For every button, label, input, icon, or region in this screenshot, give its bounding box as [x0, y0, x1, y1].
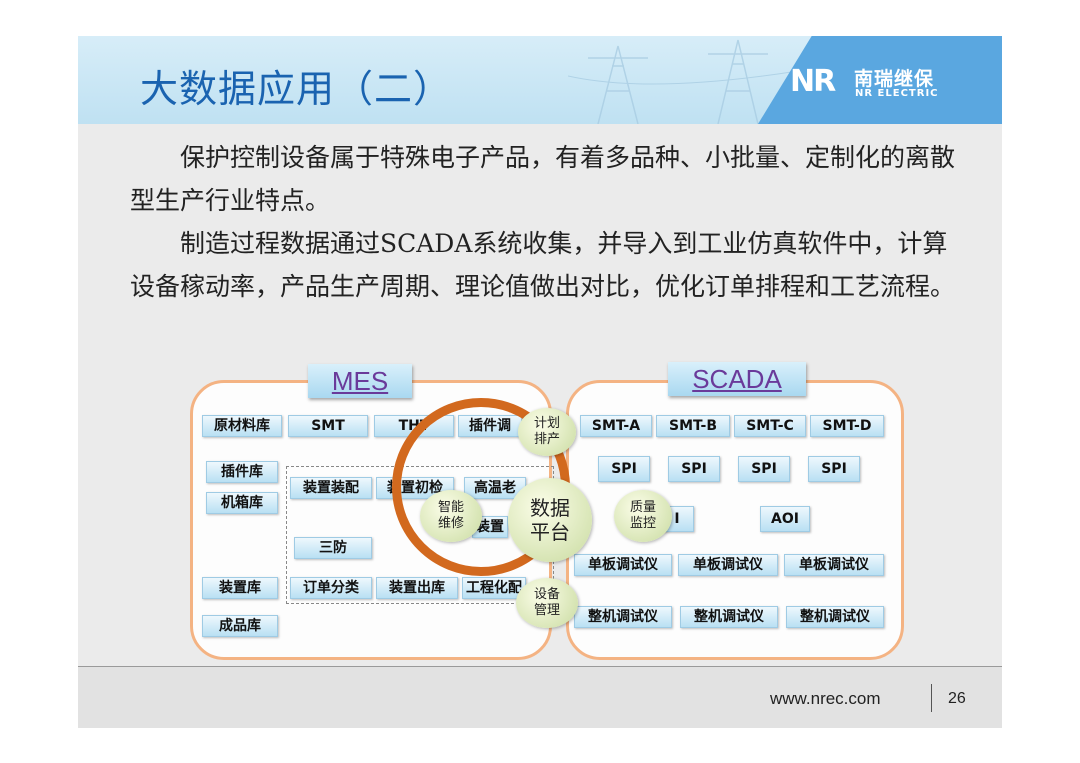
plan-scheduling-node: 计划排产: [518, 408, 576, 456]
scada-box: 单板调试仪: [678, 554, 778, 576]
scada-box: SMT-D: [810, 415, 884, 437]
body-text: 保护控制设备属于特殊电子产品，有着多品种、小批量、定制化的离散型生产行业特点。 …: [130, 136, 970, 308]
scada-label: SCADA: [668, 362, 806, 396]
mes-label: MES: [308, 364, 412, 398]
paragraph-1: 保护控制设备属于特殊电子产品，有着多品种、小批量、定制化的离散型生产行业特点。: [130, 143, 956, 215]
scada-box: 单板调试仪: [784, 554, 884, 576]
logo-company-en: NR ELECTRIC: [855, 88, 939, 99]
mes-box: 装置出库: [376, 577, 458, 599]
page-title: 大数据应用（二）: [140, 67, 453, 111]
scada-box: SMT-B: [656, 415, 730, 437]
footer-separator: [931, 684, 932, 712]
paragraph-2: 制造过程数据通过SCADA系统收集，并导入到工业仿真软件中，计算设备稼动率，产品…: [130, 229, 956, 301]
mes-box: SMT: [288, 415, 368, 437]
scada-box: SMT-C: [734, 415, 806, 437]
scada-box: 单板调试仪: [574, 554, 672, 576]
smart-maintenance-node: 智能维修: [420, 490, 482, 542]
logo-company-cn: 南瑞继保: [854, 68, 935, 90]
mes-box: 三防: [294, 537, 372, 559]
mes-box: 装置装配: [290, 477, 372, 499]
scada-box: 整机调试仪: [574, 606, 672, 628]
page-number: 26: [948, 690, 966, 707]
mes-box: 装置库: [202, 577, 278, 599]
scada-box: SPI: [738, 456, 790, 482]
quality-monitor-node: 质量监控: [614, 490, 672, 542]
footer-bar: [78, 667, 1002, 728]
scada-box: AOI: [760, 506, 810, 532]
footer-url[interactable]: www.nrec.com: [770, 689, 881, 708]
mes-box: 插件库: [206, 461, 278, 483]
scada-box: 整机调试仪: [680, 606, 778, 628]
footer-divider: [78, 666, 1002, 667]
power-tower-icon: [568, 39, 828, 124]
nr-logo-icon: NR: [790, 64, 836, 99]
mes-box: 工程化配: [462, 577, 526, 599]
mes-box: 成品库: [202, 615, 278, 637]
scada-box: SPI: [668, 456, 720, 482]
mes-box: 机箱库: [206, 492, 278, 514]
mes-box: 原材料库: [202, 415, 282, 437]
mes-box: 订单分类: [290, 577, 372, 599]
scada-box: 整机调试仪: [786, 606, 884, 628]
equipment-management-node: 设备管理: [516, 578, 578, 628]
data-platform-node: 数据平台: [508, 478, 592, 562]
scada-box: SPI: [598, 456, 650, 482]
scada-box: SMT-A: [580, 415, 652, 437]
scada-box: SPI: [808, 456, 860, 482]
